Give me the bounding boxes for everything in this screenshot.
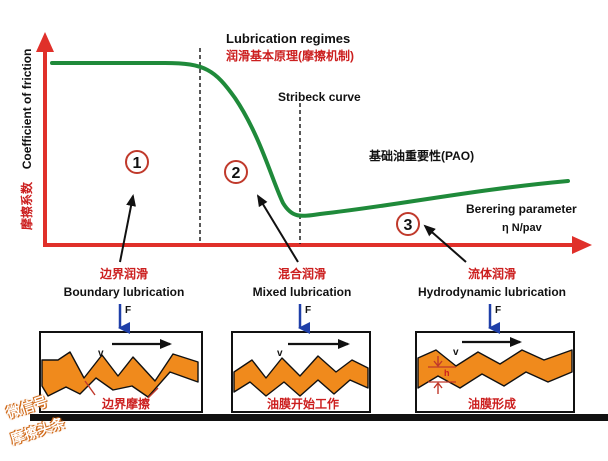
regime-1-marker [125, 150, 149, 174]
regime-3-marker [396, 212, 420, 236]
x-axis-formula: η N/pav [502, 222, 542, 234]
hydrodynamic-caption: 油膜形成 [467, 397, 517, 411]
film-gap-arrow-up [433, 381, 443, 394]
stribeck-curve [50, 61, 570, 218]
mixed-caption: 油膜开始工作 [266, 397, 340, 411]
mixed-force-label: F [305, 305, 312, 316]
mixed-film-shape [233, 355, 369, 397]
mixed-name-cn: 混合润滑 [277, 267, 327, 281]
regime-1-number: 1 [133, 155, 142, 172]
boundary-caption: 边界摩擦 [101, 397, 151, 411]
y-axis-arrowhead [36, 32, 54, 52]
hydrodynamic-name-en: Hydrodynamic lubrication [417, 285, 567, 299]
boundary-asperity-shape [41, 351, 199, 398]
regime-2-number: 2 [232, 165, 241, 182]
pointer-arrow-hydrodynamic [423, 224, 467, 263]
hydrodynamic-name-cn: 流体润滑 [467, 267, 517, 281]
x-axis-arrowhead [572, 236, 592, 254]
boundary-force-label: F [125, 305, 132, 316]
hydrodynamic-film-shape [417, 349, 573, 389]
boundary-name-en: Boundary lubrication [63, 285, 185, 299]
diagram-subtitle: 润滑基本原理(摩擦机制) [226, 49, 354, 63]
mixed-name-en: Mixed lubrication [252, 285, 352, 299]
stribeck-curve-label: Stribeck curve [278, 90, 361, 104]
pointer-arrow-boundary [119, 194, 136, 263]
hydrodynamic-force-label: F [495, 305, 502, 316]
regime-3-number: 3 [404, 217, 413, 234]
hydrodynamic-velocity-label: v [453, 347, 459, 358]
pao-label: 基础油重要性(PAO) [369, 149, 475, 163]
diagram-title: Lubrication regimes [226, 31, 351, 46]
y-axis-label: 摩擦系数 Coefficient of friction [18, 49, 35, 230]
x-axis-label: Berering parameter [466, 202, 577, 216]
film-gap-arrow-down [433, 356, 443, 368]
film-gap-label: h [444, 368, 450, 378]
y-axis-label-cn: 摩擦系数 [20, 181, 34, 230]
mixed-velocity-label: v [277, 348, 283, 359]
watermark-stamp: 微信号 摩擦头条 [0, 390, 74, 452]
y-axis-label-en: Coefficient of friction [20, 48, 34, 170]
pointer-arrow-mixed [256, 194, 299, 263]
ground-bar [30, 414, 608, 421]
boundary-name-cn: 边界润滑 [99, 267, 149, 281]
boundary-velocity-label: v [98, 348, 104, 359]
regime-2-marker [224, 160, 248, 184]
boundary-contact-pointer [84, 380, 96, 396]
boundary-contact-pointer-2 [147, 387, 159, 399]
